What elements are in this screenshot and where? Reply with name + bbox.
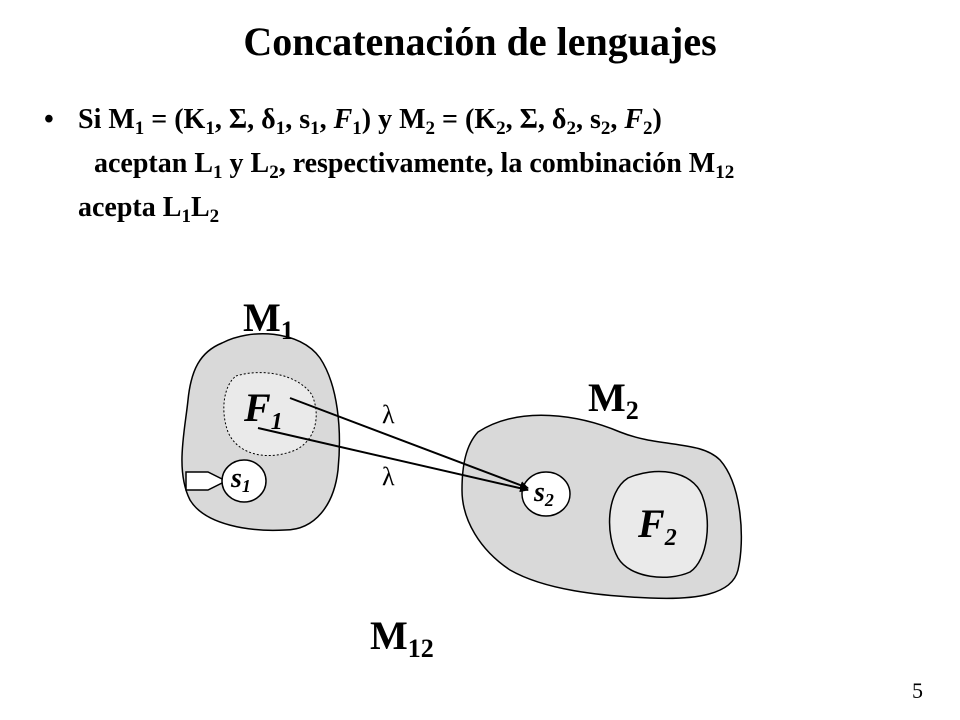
m2-label: M2 <box>588 375 639 425</box>
state-s2 <box>521 471 571 517</box>
lambda-label-top: λ <box>382 400 395 429</box>
lambda-transition-bottom <box>257 427 529 493</box>
f2-region <box>608 470 709 578</box>
bullet-line-1: Si M1 = (K1, Σ, δ1, s1, F1) y M2 = (K2, … <box>78 104 662 139</box>
f1-region <box>223 372 317 456</box>
lambda-transition-top <box>289 397 529 489</box>
page-number: 5 <box>912 678 923 703</box>
f2-label: F2 <box>638 501 677 551</box>
slide-title: Concatenación de lenguajes <box>243 19 717 64</box>
bullet-line-3: acepta L1L2 <box>78 192 220 227</box>
f1-label: F1 <box>244 385 283 435</box>
m1-label: M1 <box>243 295 294 345</box>
s1-label: s1 <box>231 463 251 496</box>
bullet-line-2: aceptan L1 y L2, respectivamente, la com… <box>94 148 735 183</box>
start-arrow-icon <box>185 471 228 491</box>
state-s1 <box>221 459 267 503</box>
bullet-marker: • <box>44 104 54 135</box>
m12-label: M12 <box>370 613 434 663</box>
s2-label: s2 <box>534 477 554 510</box>
lambda-label-bottom: λ <box>382 462 395 491</box>
